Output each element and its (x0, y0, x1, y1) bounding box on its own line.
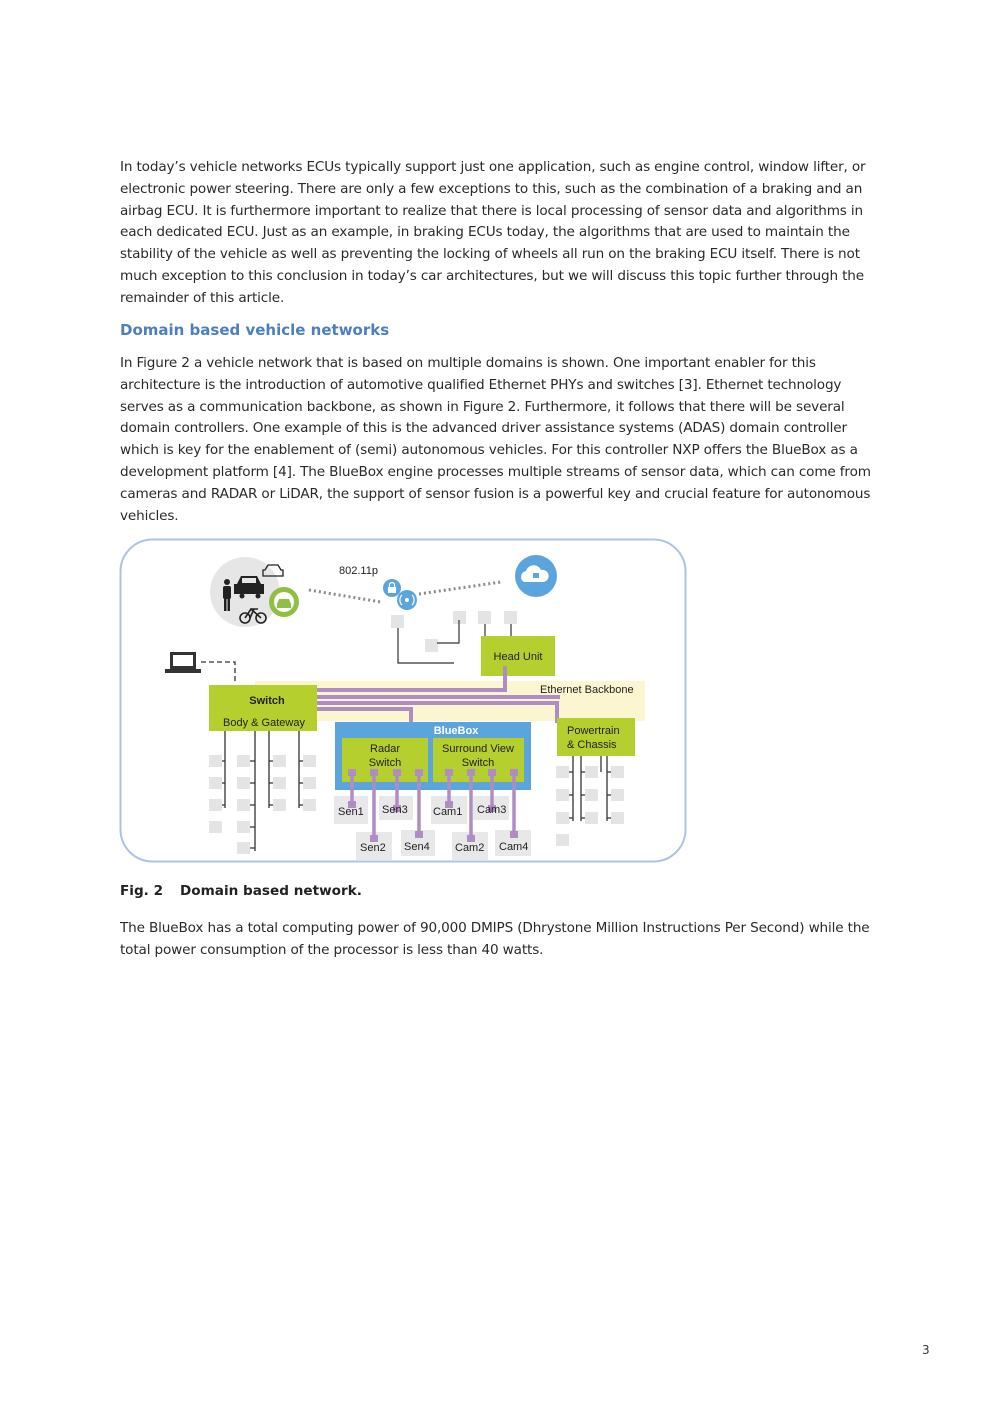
powertrain-label-2: & Chassis (567, 739, 617, 751)
head-unit-box (481, 636, 555, 676)
sen1-label: Sen1 (338, 806, 364, 818)
powertrain-box (557, 718, 635, 756)
figure-caption-text: Domain based network. (180, 883, 362, 899)
domain-paragraph: In Figure 2 a vehicle network that is ba… (120, 355, 871, 524)
wireless-label: 802.11p (339, 565, 378, 577)
domain-network-figure: 802.11p Ethernet Backbone Head Unit (119, 538, 687, 863)
figure-caption: Fig. 2 Domain based network. (120, 883, 362, 899)
car-icon (234, 576, 264, 599)
cam3-label: Cam3 (477, 804, 506, 816)
surround-switch-label-1: Surround View (442, 743, 514, 755)
head-unit-label: Head Unit (494, 651, 543, 663)
bluebox-paragraph: The BlueBox has a total computing power … (120, 920, 870, 958)
radar-switch-label-1: Radar (370, 743, 400, 755)
powertrain-ecus (556, 766, 624, 846)
lock-icon (383, 579, 401, 597)
sen2-label: Sen2 (360, 842, 386, 854)
surround-switch-label-2: Switch (462, 757, 494, 769)
switch-sublabel: Body & Gateway (223, 717, 305, 729)
sen3-label: Sen3 (382, 804, 408, 816)
cam2-label: Cam2 (455, 842, 484, 854)
ethernet-backbone-label: Ethernet Backbone (540, 684, 634, 696)
small-car-icon (262, 564, 284, 577)
radar-switch-box (342, 738, 428, 782)
radar-switch-label-2: Switch (369, 757, 401, 769)
wireless-link-left (308, 588, 382, 604)
cam1-label: Cam1 (433, 806, 462, 818)
intro-paragraph: In today’s vehicle networks ECUs typical… (120, 159, 866, 306)
page-number: 3 (922, 1343, 930, 1357)
sen4-label: Sen4 (404, 841, 430, 853)
bicycle-icon (239, 607, 267, 624)
section-heading: Domain based vehicle networks (120, 321, 390, 339)
switch-label: Switch (249, 695, 285, 707)
head-unit-ecus (391, 611, 517, 652)
powertrain-label-1: Powertrain (567, 725, 620, 737)
wireless-link-right (418, 580, 502, 596)
switch-box (209, 685, 317, 731)
laptop-icon (165, 652, 201, 673)
figure-number: Fig. 2 (120, 883, 164, 899)
cam4-label: Cam4 (499, 841, 528, 853)
connected-car-icon (269, 587, 299, 617)
bluebox-label: BlueBox (434, 725, 480, 737)
sensor-boxes (334, 796, 531, 860)
backbone-links (317, 666, 560, 723)
cloud-icon (515, 555, 557, 597)
sensor-links (350, 773, 516, 838)
pedestrian-icon (223, 579, 231, 611)
body-ecus (209, 755, 316, 854)
antenna-icon (397, 590, 417, 610)
